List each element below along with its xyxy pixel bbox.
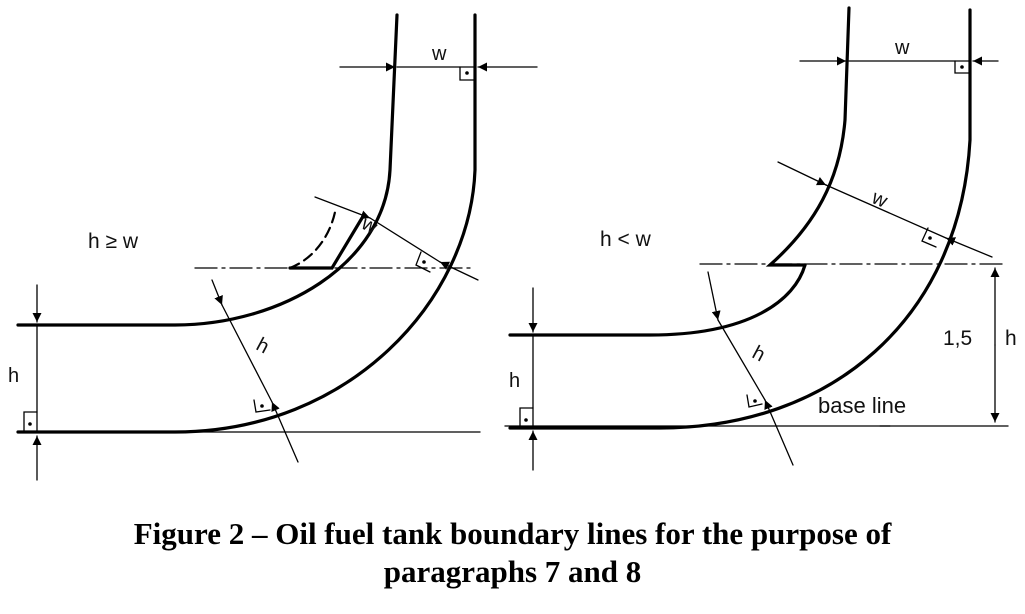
- left-tank-boundary-step: [288, 216, 364, 270]
- right-outer-hull-line: [508, 8, 972, 430]
- caption-line-2: paragraphs 7 and 8: [383, 554, 642, 589]
- boundary-lines-diagram: w w h h h ≥ w w: [8, 6, 1017, 481]
- left-panel: w w h h h ≥ w: [8, 13, 538, 481]
- factor-label: 1,5: [943, 327, 972, 350]
- factor-unit-label: h: [1005, 327, 1017, 350]
- right-condition-label: h < w: [600, 228, 652, 251]
- left-outer-hull-line: [16, 13, 477, 434]
- right-h-vertical-label: h: [509, 370, 520, 392]
- left-condition-label: h ≥ w: [88, 230, 139, 253]
- figure-caption: Figure 2 – Oil fuel tank boundary lines …: [0, 515, 1025, 591]
- right-w-diagonal-label: w: [868, 186, 892, 213]
- right-panel: w w h h 1,5 h h < w base line: [504, 6, 1017, 471]
- right-w-top-label: w: [894, 37, 910, 59]
- left-tank-boundary-dashed: [288, 210, 337, 270]
- left-h-diagonal-label: h: [252, 334, 272, 359]
- right-inner-hull-line: [508, 263, 807, 337]
- right-tank-boundary-step: [765, 6, 851, 267]
- base-line-label: base line: [818, 393, 906, 418]
- left-inner-hull-line: [16, 13, 399, 327]
- right-h-diagonal-label: h: [748, 342, 768, 367]
- caption-line-1: Figure 2 – Oil fuel tank boundary lines …: [133, 516, 892, 551]
- left-h-vertical-label: h: [8, 365, 19, 387]
- left-w-top-label: w: [431, 43, 447, 65]
